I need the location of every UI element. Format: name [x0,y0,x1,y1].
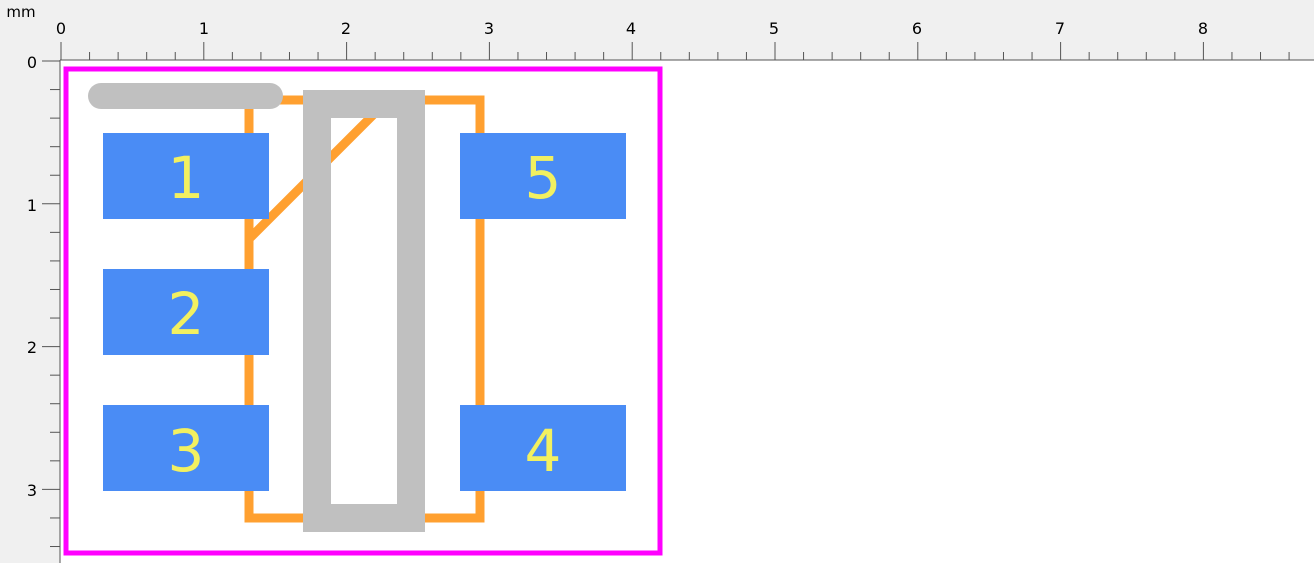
top-ruler-label-7: 7 [1055,19,1065,38]
top-ruler-label-3: 3 [484,19,494,38]
component-body [88,83,425,532]
silkscreen-outline [244,95,485,523]
pad-4-shape [460,405,626,491]
silkscreen-body [244,95,485,523]
body-rectangle [303,90,425,532]
top-ruler: 0 1 2 3 4 5 6 7 8 [0,0,1314,61]
left-ruler-label-3: 3 [27,481,37,500]
left-ruler-label-0: 0 [27,53,37,72]
pad-1-shape [103,133,269,219]
board-outline [63,66,663,556]
top-ruler-ticks [60,42,1290,60]
left-ruler-ticks [42,60,60,548]
top-ruler-label-0: 0 [56,19,66,38]
pad-2-shape [103,269,269,355]
top-ruler-bg [0,0,1314,60]
top-ruler-label-5: 5 [769,19,779,38]
pad-5-label: 5 [525,144,562,212]
pad-3-shape [103,405,269,491]
pad-4-label: 4 [525,417,562,485]
top-ruler-label-8: 8 [1198,19,1208,38]
top-ruler-label-4: 4 [626,19,636,38]
pad-2[interactable]: 2 [103,269,269,355]
left-ruler-label-1: 1 [27,196,37,215]
top-ruler-label-1: 1 [199,19,209,38]
left-ruler-bg [0,60,60,563]
top-ruler-label-6: 6 [912,19,922,38]
ruler-unit-label: mm [6,3,35,21]
pad-1[interactable]: 1 [103,133,269,219]
pad-1-label: 1 [168,144,205,212]
pad-2-label: 2 [168,280,205,348]
pad-3[interactable]: 3 [103,405,269,491]
pad-3-label: 3 [168,417,205,485]
pad-5[interactable]: 5 [460,133,626,219]
pad-4[interactable]: 4 [460,405,626,491]
left-ruler-label-2: 2 [27,338,37,357]
left-ruler: 0 1 2 3 [0,53,61,563]
pad-5-shape [460,133,626,219]
top-ruler-label-2: 2 [341,19,351,38]
